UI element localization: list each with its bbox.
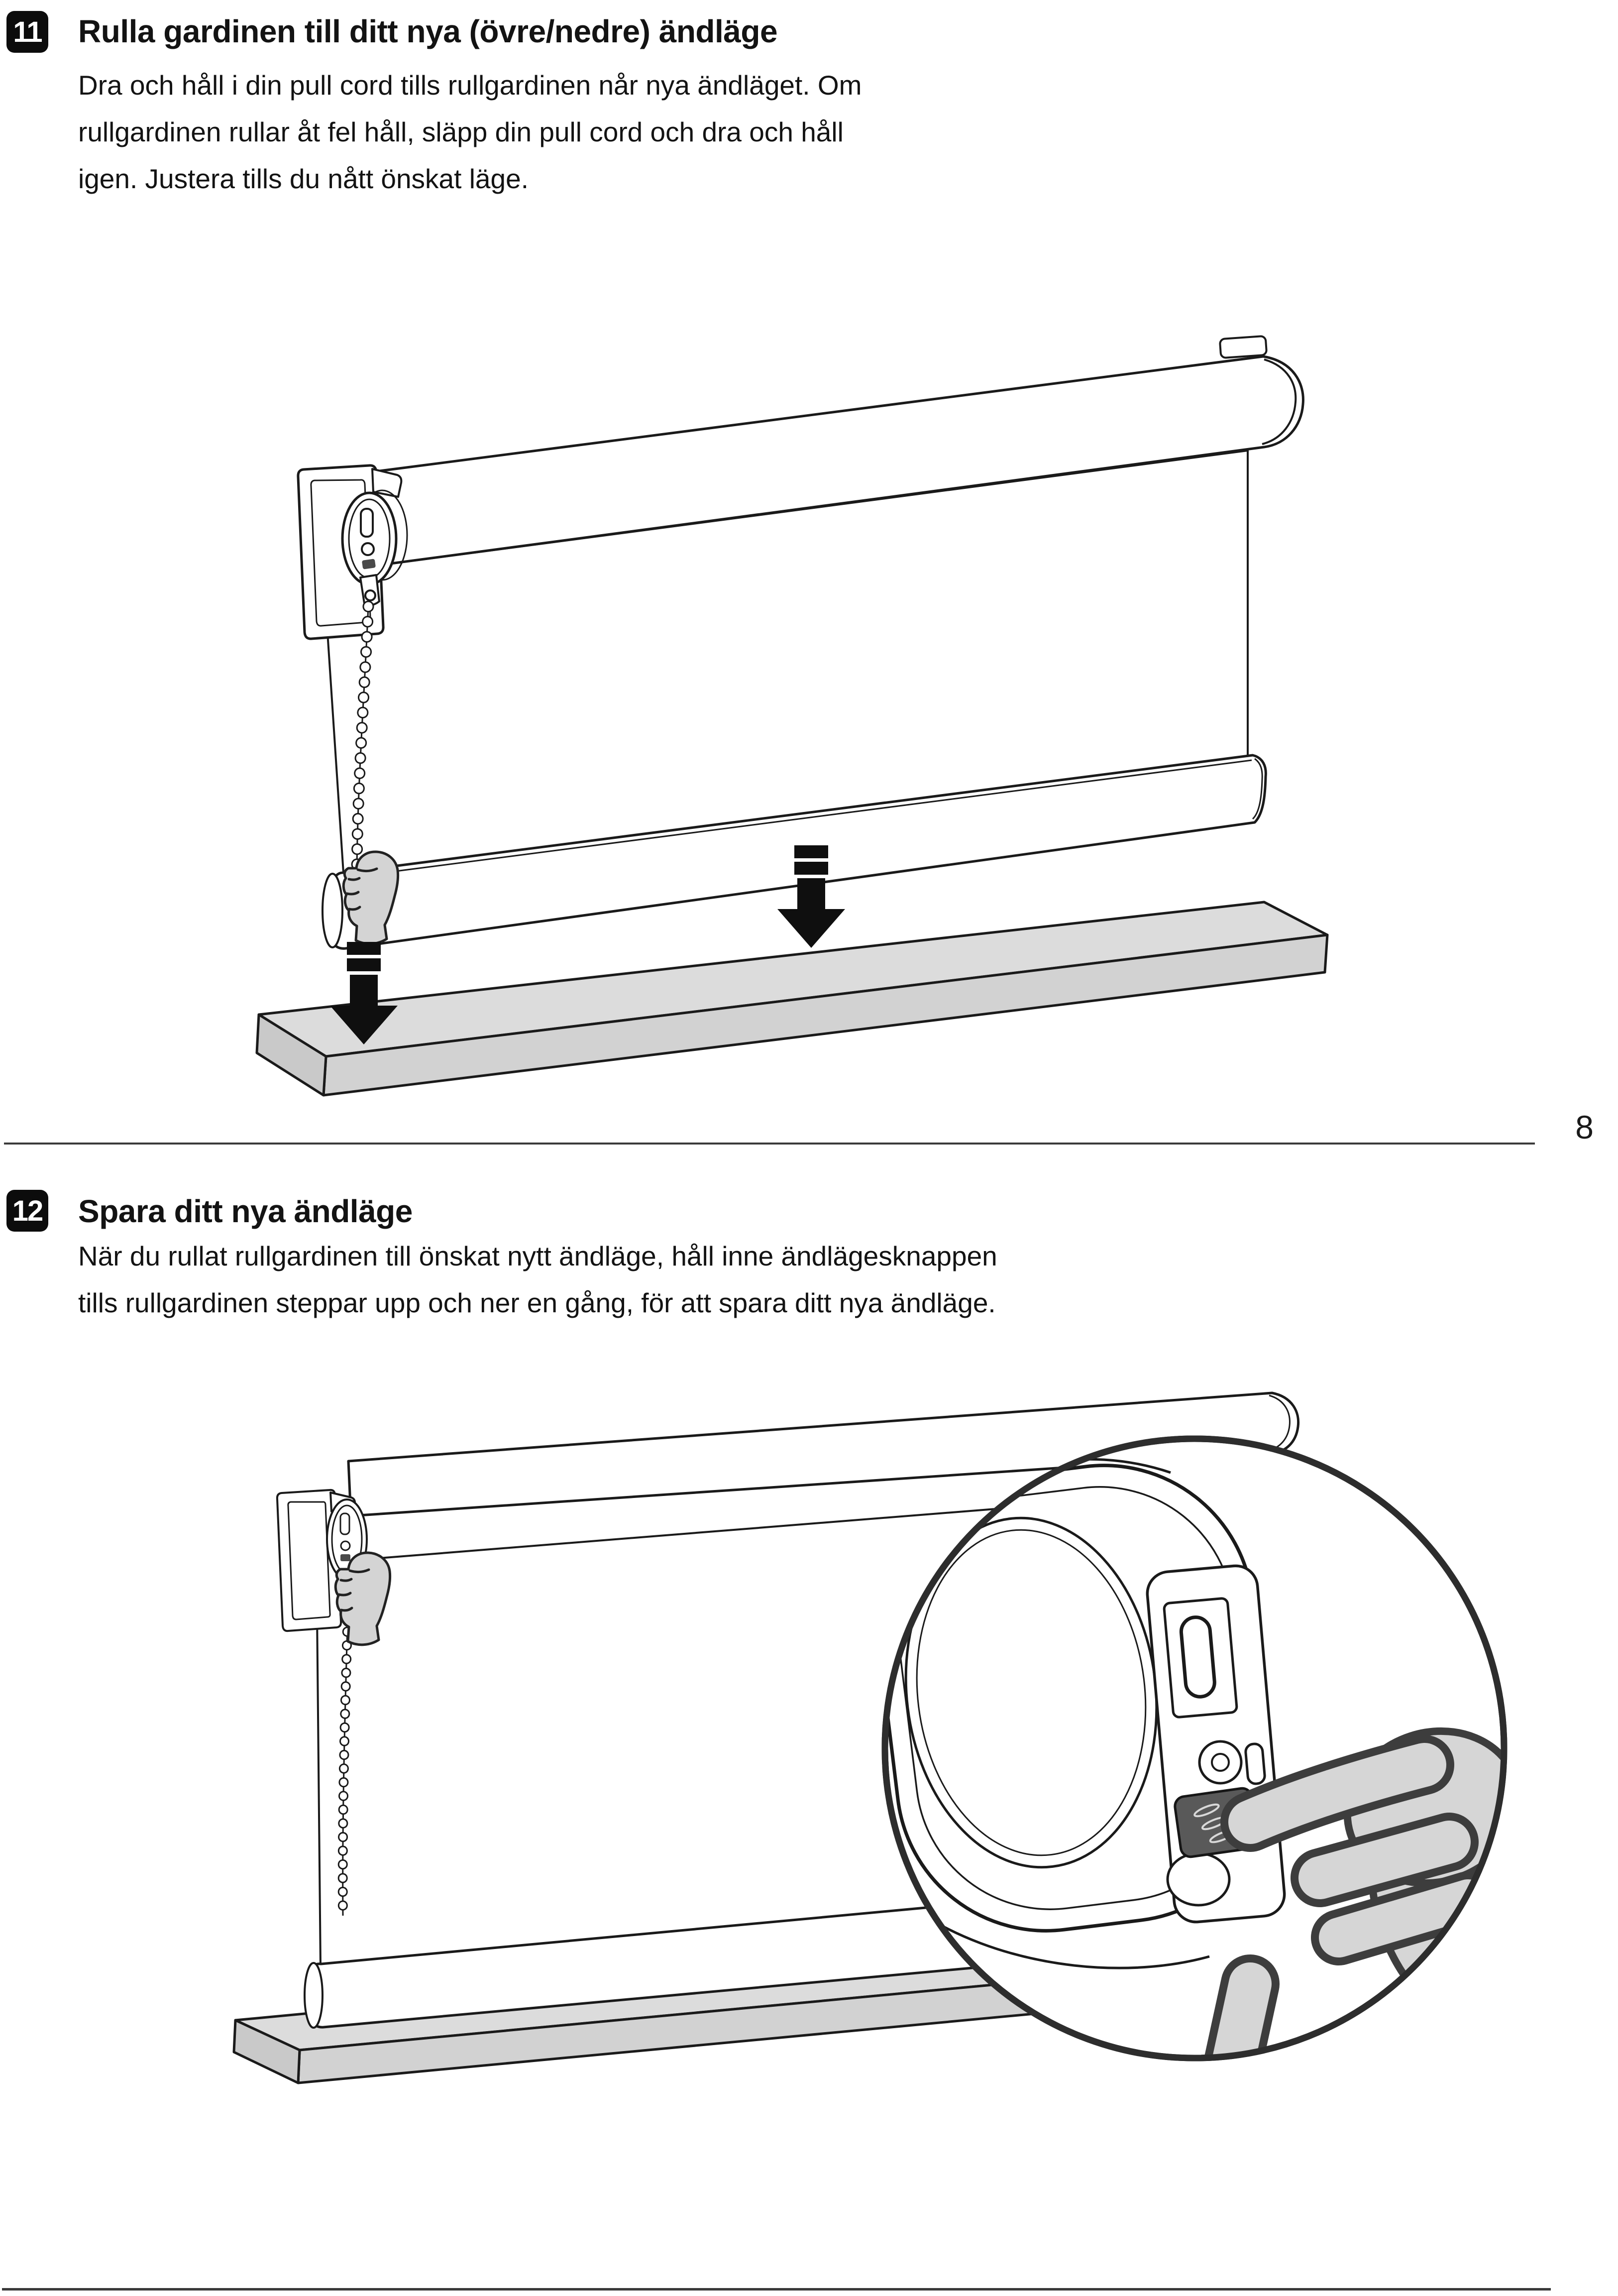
section-divider [4,1143,1535,1145]
hand-pulling-chain-icon [343,852,398,944]
control-strip [1146,1564,1286,1924]
mechanism-end-cap [341,489,408,606]
pull-cord-chain [351,600,374,875]
step-12-body: När du rullat rullgardinen till önskat n… [78,1233,997,1326]
mechanism-end-cap [326,1498,368,1580]
step-12-badge: 12 [6,1190,48,1232]
step-12-title: Spara ditt nya ändläge [78,1193,413,1229]
chain-connector [359,574,380,606]
blind-tube [347,1391,1300,1517]
blind-bottom-bar [322,754,1267,950]
page-number: 8 [1575,1109,1594,1146]
step-11-body-line-2: rullgardinen rullar åt fel håll, släpp d… [78,116,844,147]
blind-tube [322,335,1304,574]
round-button-icon [1198,1740,1243,1785]
blind-fabric [316,1500,1096,1967]
magnifier-circle [881,1435,1508,2062]
step12-save-endstop-diagram [232,1391,1508,2084]
wall-bracket [297,464,403,640]
magnified-end-cap-view [888,1458,1501,2055]
endstop-button [1174,1787,1259,1858]
window-sill [232,1919,1295,2084]
step-11-body-line-3: igen. Justera tills du nått önskat läge. [78,163,529,194]
step-12-number: 12 [12,1194,43,1227]
hand-pressing-button-icon [1202,1727,1501,2055]
step-11-badge: 11 [6,11,48,53]
tube-bracket-tab [1219,335,1268,359]
down-arrow-icon [777,845,845,948]
step-12-body-line-2: tills rullgardinen steppar upp och ner e… [78,1287,996,1318]
pull-cord-chain [337,1586,353,1921]
down-arrow-icon [330,942,398,1044]
step-12-body-line-1: När du rullat rullgardinen till önskat n… [78,1241,997,1271]
charging-port-icon [1163,1597,1238,1719]
hand-at-mechanism-icon [335,1553,390,1645]
step-11-title: Rulla gardinen till ditt nya (övre/nedre… [78,13,778,49]
bottom-divider [2,2288,1551,2291]
blind-fabric [323,450,1249,874]
charging-port-icon [360,508,374,538]
blind-bottom-bar [304,1893,1072,2029]
window-sill [255,901,1329,1097]
endstop-button-small-icon [362,559,376,570]
step-11-number: 11 [13,15,42,48]
round-button-icon [361,542,375,556]
wall-bracket [276,1489,356,1632]
step11-roller-blind-diagram [255,335,1329,1097]
step-11-body: Dra och håll i din pull cord tills rullg… [78,62,862,202]
step-11-body-line-1: Dra och håll i din pull cord tills rullg… [78,70,862,101]
